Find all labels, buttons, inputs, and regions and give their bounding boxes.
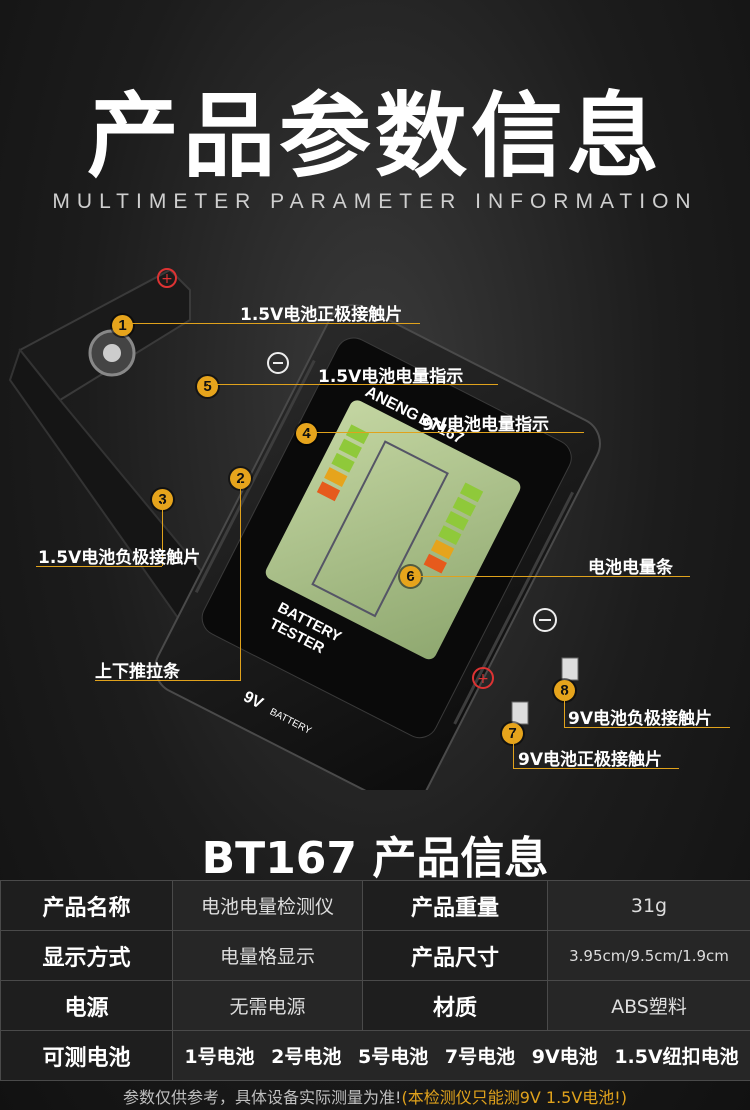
callout-2-badge: 3 [152, 489, 173, 510]
callout-5-label: 9V电池电量指示 [422, 415, 549, 435]
table-row: 显示方式 电量格显示 产品尺寸 3.95cm/9.5cm/1.9cm [0, 930, 750, 981]
table-row: 电源 无需电源 材质 ABS塑料 [0, 980, 750, 1031]
footnote: 参数仅供参考，具体设备实际测量为准!(本检测仪只能测9V 1.5V电池!) [0, 1084, 750, 1108]
callout-4-label: 上下推拉条 [95, 662, 180, 682]
spec-key: 产品名称 [0, 880, 173, 931]
callout-8-line-v [564, 690, 565, 727]
callout-3-line [208, 384, 498, 385]
callout-6-label: 电池电量条 [588, 558, 673, 578]
callout-1-label: 1.5V电池正极接触片 [240, 305, 403, 325]
spec-value: 31g [547, 880, 750, 931]
spec-value: 3.95cm/9.5cm/1.9cm [547, 930, 750, 981]
page-subtitle: MULTIMETER PARAMETER INFORMATION [52, 190, 698, 213]
lcd-level-bars [311, 424, 484, 618]
spec-value: 电量格显示 [172, 930, 363, 981]
callout-7-badge: 7 [502, 723, 523, 744]
device-body: ANENG BT167 BATTERY TESTER 9V BATTERY [154, 303, 601, 790]
callout-1-badge: 1 [112, 315, 133, 336]
spec-key: 产品尺寸 [362, 930, 548, 981]
callout-5-line [306, 432, 584, 433]
callout-2-line-h [36, 566, 162, 567]
battery-type: 9V电池 [531, 1046, 598, 1068]
callout-6-line [410, 576, 690, 577]
battery-tester-graphic: + [8, 268, 601, 790]
battery-type: 1.5V纽扣电池 [614, 1046, 739, 1068]
callout-5-badge: 4 [296, 423, 317, 444]
callout-7-line-v [513, 733, 514, 768]
callout-1-line [124, 323, 420, 324]
callout-4-line-v [240, 480, 241, 680]
spec-key: 显示方式 [0, 930, 173, 981]
callout-2-label: 1.5V电池负极接触片 [38, 548, 201, 568]
spec-key: 电源 [0, 980, 173, 1031]
spec-value: ABS塑料 [547, 980, 750, 1031]
page-title: 产品参数信息 [86, 83, 663, 190]
callout-4-line-h [95, 680, 241, 681]
minus-marker-9v-icon [533, 608, 557, 632]
spec-key: 可测电池 [0, 1030, 173, 1081]
callout-3-badge: 5 [197, 376, 218, 397]
minus-marker-icon [267, 352, 289, 374]
footnote-text: 参数仅供参考，具体设备实际测量为准! [123, 1088, 402, 1107]
callout-2-line-v [162, 500, 163, 566]
9v-negative-contact [561, 657, 579, 681]
table-row: 可测电池 1号电池 2号电池 5号电池 7号电池 9V电池 1.5V纽扣电池 [0, 1030, 750, 1081]
battery-type: 5号电池 [358, 1046, 429, 1068]
callout-7-label: 9V电池正极接触片 [518, 750, 662, 770]
table-row: 产品名称 电池电量检测仪 产品重量 31g [0, 880, 750, 931]
spec-key: 产品重量 [362, 880, 548, 931]
plus-marker-9v-icon [472, 667, 494, 689]
info-section-title: BT167 产品信息 [201, 833, 549, 884]
callout-3-label: 1.5V电池电量指示 [318, 367, 464, 387]
spec-value: 无需电源 [172, 980, 363, 1031]
battery-type: 2号电池 [271, 1046, 342, 1068]
battery-type: 7号电池 [444, 1046, 516, 1068]
svg-text:+: + [161, 271, 173, 287]
callout-4-badge: 2 [230, 468, 251, 489]
callout-8-label: 9V电池负极接触片 [568, 709, 712, 729]
spec-value: 电池电量检测仪 [172, 880, 363, 931]
callout-8-line-h [564, 727, 730, 728]
callout-7-line-h [513, 768, 679, 769]
plus-marker-icon [157, 268, 177, 288]
battery-type: 1号电池 [184, 1046, 255, 1068]
device-illustration: + [0, 250, 750, 790]
9v-positive-contact [511, 701, 529, 725]
battery-types-list: 1号电池 2号电池 5号电池 7号电池 9V电池 1.5V纽扣电池 [172, 1030, 750, 1081]
spec-table: 产品名称 电池电量检测仪 产品重量 31g 显示方式 电量格显示 产品尺寸 3.… [0, 880, 750, 1081]
spec-key: 材质 [362, 980, 548, 1031]
svg-text:+: + [477, 671, 489, 687]
footnote-highlight: (本检测仪只能测9V 1.5V电池!) [401, 1088, 627, 1107]
